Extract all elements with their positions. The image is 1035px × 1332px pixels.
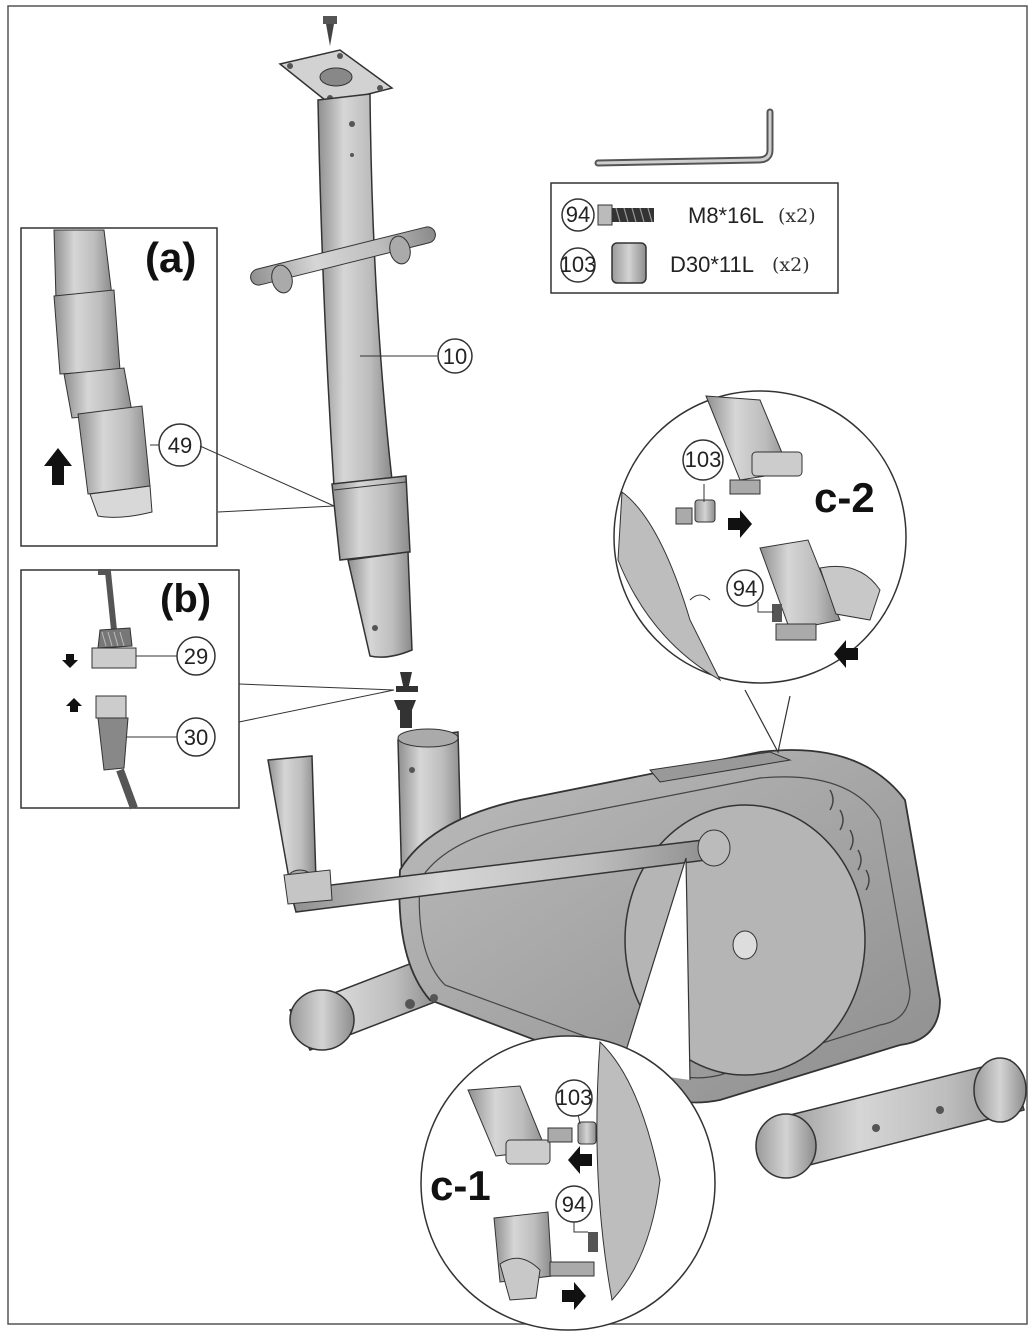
end-cap-right (973, 1057, 1027, 1123)
part-qty-94: (x2) (778, 205, 816, 227)
callout-circle (176, 717, 216, 757)
arrow-left-icon (834, 640, 858, 668)
end-cap-front (755, 1113, 817, 1179)
callout-49: 49 (168, 433, 192, 458)
inset-c1: 103 94 c-1 (420, 857, 716, 1331)
inset-b-label: (b) (160, 577, 211, 621)
callout-circle (176, 636, 216, 676)
inset-c2-label: c-2 (814, 474, 875, 521)
callout-circle (555, 1185, 593, 1223)
bolt-icon (597, 204, 654, 226)
end-cap-left (289, 989, 355, 1051)
callout-circle (158, 423, 202, 467)
cable-connectors (394, 672, 418, 728)
inset-a-label: (a) (145, 234, 196, 281)
callout-circle (682, 439, 724, 481)
callout-c2-94: 94 (733, 576, 757, 601)
tool-allen-key (594, 108, 774, 167)
callout-circle (726, 569, 764, 607)
part-number-103: 103 (560, 252, 597, 277)
spacer-icon (611, 242, 647, 284)
arrow-up-icon (44, 448, 72, 485)
part-spec-103: D30*11L (670, 252, 754, 277)
callout-10: 10 (443, 344, 467, 369)
callout-c1-94: 94 (562, 1192, 586, 1217)
page-frame (7, 5, 1028, 1325)
arrow-left-icon (568, 1146, 592, 1174)
inset-c2-pointer (744, 689, 791, 754)
arrow-up-icon (66, 698, 82, 712)
part-qty-103: (x2) (772, 254, 810, 276)
callout-c2-103: 103 (685, 447, 722, 472)
allen-key-icon (594, 108, 774, 167)
part-spec-94: M8*16L (688, 203, 764, 228)
arrow-right-icon (562, 1282, 586, 1310)
inset-a: 49 (a) (20, 227, 218, 547)
callout-c1-103: 103 (556, 1085, 593, 1110)
arrow-right-icon (728, 510, 752, 538)
parts-list: 94 M8*16L (x2) 103 D30*11L (x2) (550, 182, 839, 294)
inset-a-pointer (199, 445, 335, 513)
part-number-94: 94 (566, 202, 590, 227)
upright-post (250, 16, 436, 658)
screw-icon (323, 16, 337, 46)
part-number-circle (560, 247, 596, 283)
inset-c1-pointer (619, 857, 691, 1081)
callout-29: 29 (184, 644, 208, 669)
inset-b-frame (20, 569, 240, 809)
inset-c2: 103 94 c-2 (613, 390, 907, 754)
inset-b-pointer (238, 683, 395, 723)
inset-b: 29 30 (b) (20, 569, 240, 810)
callout-circle (437, 338, 473, 374)
arrow-down-icon (62, 654, 78, 668)
callout-circle (555, 1079, 593, 1117)
callout-30: 30 (184, 725, 208, 750)
parts-list-box (550, 182, 839, 294)
part-number-circle (561, 198, 595, 232)
inset-c1-label: c-1 (430, 1162, 491, 1209)
